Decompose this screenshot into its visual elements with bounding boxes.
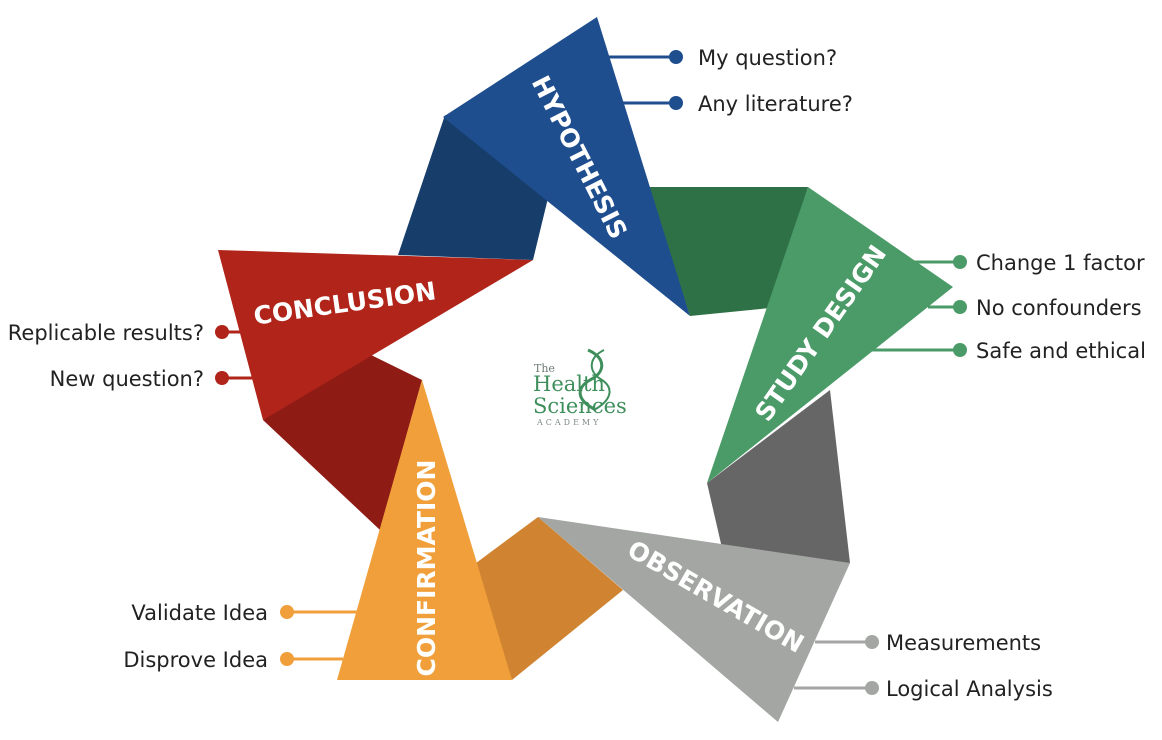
bullet-dot	[953, 255, 967, 269]
dna-helix-icon	[578, 348, 604, 412]
study-design-segment	[707, 187, 953, 483]
conclusion-segment	[218, 250, 533, 420]
logo-health-text: Health	[533, 372, 605, 396]
confirmation-bullets: Validate Idea Disprove Idea	[123, 601, 357, 672]
study-design-shade-band	[648, 187, 808, 316]
bullet-dot	[280, 605, 294, 619]
bullet-dot	[865, 635, 879, 649]
bullet-label: Measurements	[886, 631, 1041, 655]
health-sciences-academy-logo: The Health Sciences ACADEMY	[533, 348, 627, 427]
bullet-dot	[669, 96, 683, 110]
dna-helix-icon	[590, 349, 611, 411]
bullet-dot	[865, 681, 879, 695]
observation-shade-band	[707, 390, 850, 563]
bullet-label: Change 1 factor	[976, 251, 1145, 275]
bullet-label: Disprove Idea	[123, 648, 268, 672]
observation-bullets: Measurements Logical Analysis	[794, 631, 1053, 701]
confirmation-shade-band	[472, 517, 623, 680]
conclusion-bullets: Replicable results? New question?	[8, 321, 260, 391]
bullet-dot	[280, 652, 294, 666]
bullet-dot	[215, 325, 229, 339]
bullet-label: Logical Analysis	[886, 677, 1053, 701]
bullet-label: Safe and ethical	[976, 339, 1146, 363]
bullet-label: No confounders	[976, 296, 1142, 320]
observation-segment	[538, 517, 850, 722]
bullet-dot	[669, 50, 683, 64]
hypothesis-bullets: My question? Any literature?	[607, 46, 853, 116]
logo-sciences-text: Sciences	[533, 394, 627, 418]
bullet-label: Validate Idea	[131, 601, 268, 625]
hypothesis-segment	[443, 17, 690, 316]
bullet-dot	[953, 300, 967, 314]
bullet-label: My question?	[698, 46, 837, 70]
bullet-dot	[953, 343, 967, 357]
hypothesis-shade-band	[398, 115, 548, 260]
bullet-label: New question?	[50, 367, 204, 391]
bullet-label: Any literature?	[698, 92, 853, 116]
confirmation-label: CONFIRMATION	[412, 460, 441, 677]
logo-academy-text: ACADEMY	[536, 418, 601, 427]
logo-the-text: The	[534, 362, 555, 375]
bullet-dot	[215, 371, 229, 385]
confirmation-segment	[337, 380, 512, 680]
study-design-bullets: Change 1 factor No confounders Safe and …	[872, 251, 1146, 363]
bullet-label: Replicable results?	[8, 321, 204, 345]
conclusion-shade-band	[263, 352, 422, 530]
